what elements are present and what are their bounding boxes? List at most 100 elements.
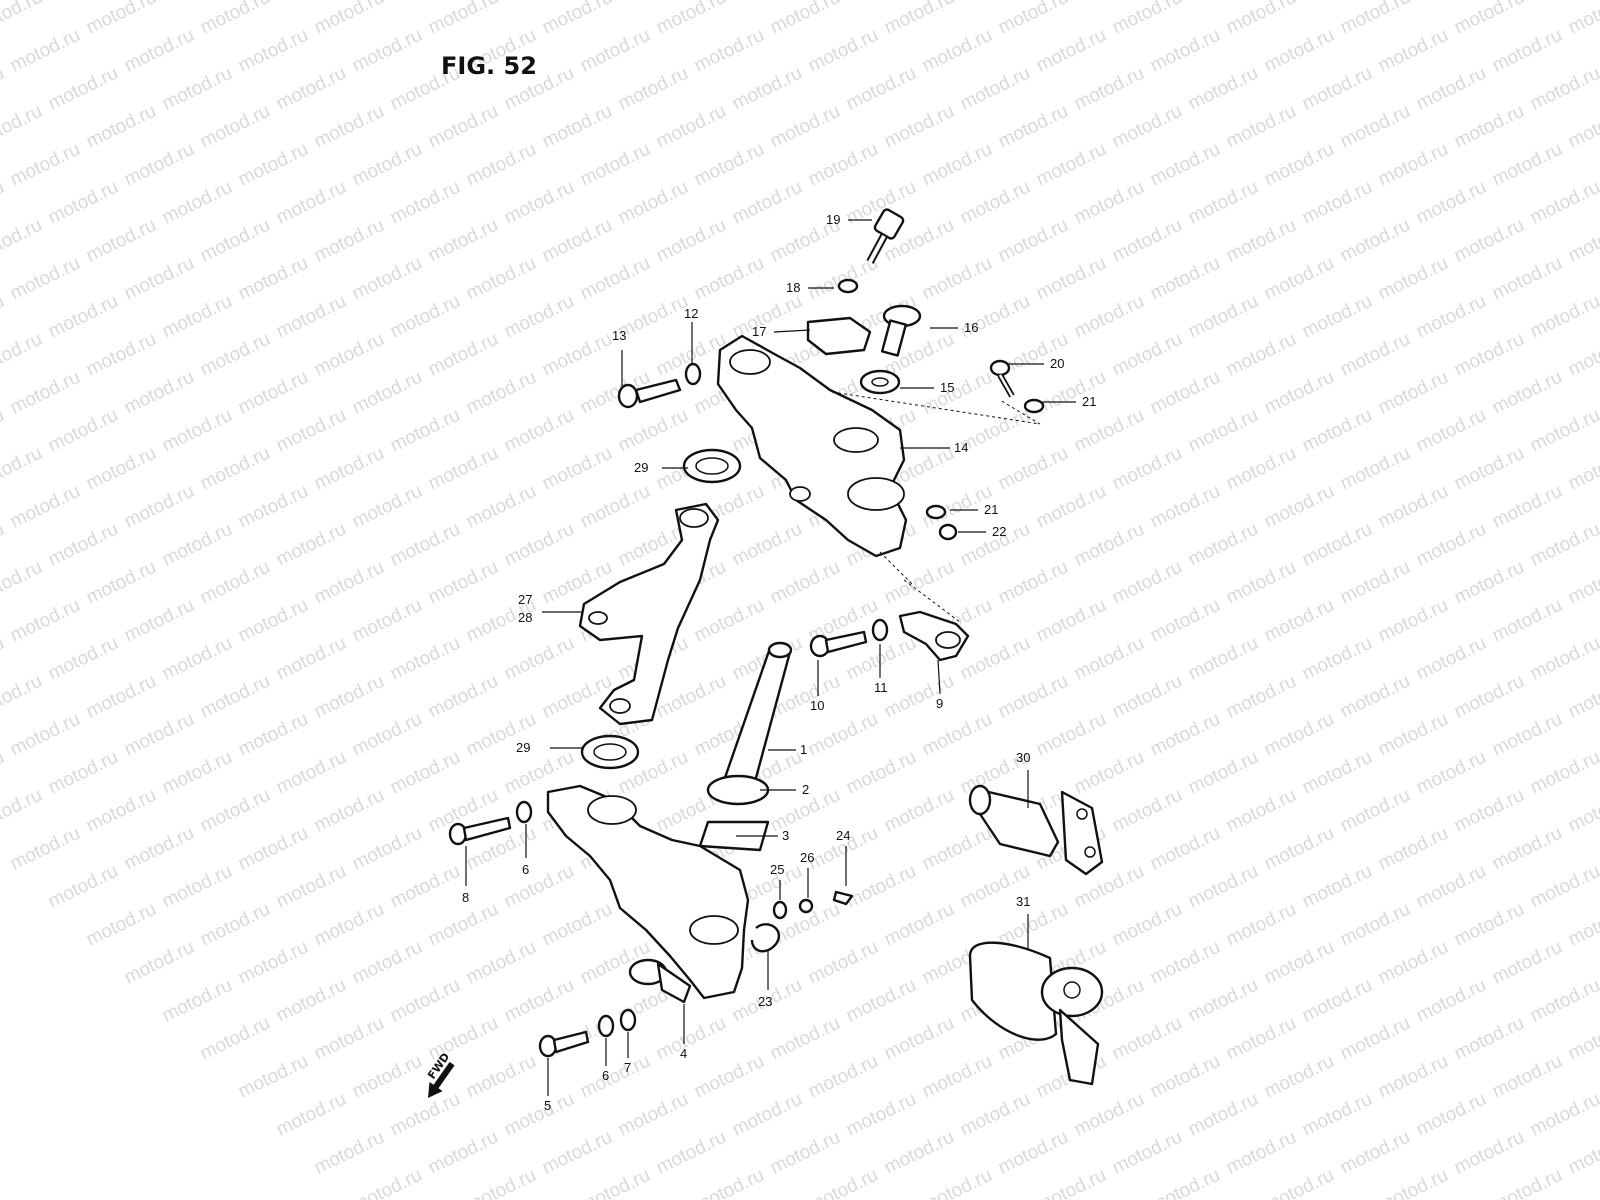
watermark-text: motod.ru xyxy=(1489,1165,1566,1200)
watermark-text: motod.ru xyxy=(425,557,502,609)
watermark-text: motod.ru xyxy=(273,747,350,799)
watermark-text: motod.ru xyxy=(7,823,84,875)
watermark-text: motod.ru xyxy=(539,671,616,723)
watermark-text: motod.ru xyxy=(0,633,8,685)
watermark-text: motod.ru xyxy=(919,1165,996,1200)
screw-24 xyxy=(832,890,854,906)
watermark-text: motod.ru xyxy=(691,1051,768,1103)
watermark-text: motod.ru xyxy=(1413,291,1490,343)
watermark-text: motod.ru xyxy=(1337,671,1414,723)
watermark-text: motod.ru xyxy=(0,329,46,381)
watermark-text: motod.ru xyxy=(539,101,616,153)
watermark-text: motod.ru xyxy=(767,1127,844,1179)
watermark-text: motod.ru xyxy=(729,519,806,571)
watermark-text: motod.ru xyxy=(1147,937,1224,989)
watermark-text: motod.ru xyxy=(311,443,388,495)
watermark-text: motod.ru xyxy=(995,671,1072,723)
watermark-text: motod.ru xyxy=(1299,1089,1376,1141)
watermark-text: motod.ru xyxy=(1527,633,1600,685)
watermark-text: motod.ru xyxy=(45,63,122,115)
watermark-text: motod.ru xyxy=(197,329,274,381)
watermark-text: motod.ru xyxy=(957,633,1034,685)
watermark-text: motod.ru xyxy=(387,291,464,343)
callout-29-upper: 29 xyxy=(634,460,648,475)
watermark-text: motod.ru xyxy=(1223,671,1300,723)
watermark-text: motod.ru xyxy=(7,709,84,761)
bolt-13 xyxy=(617,378,682,409)
watermark-text: motod.ru xyxy=(615,177,692,229)
watermark-text: motod.ru xyxy=(121,139,198,191)
watermark-text: motod.ru xyxy=(1413,861,1490,913)
callout-17: 17 xyxy=(752,324,766,339)
callout-6-lower: 6 xyxy=(602,1068,609,1083)
watermark-text: motod.ru xyxy=(653,101,730,153)
watermark-text: motod.ru xyxy=(1375,1165,1452,1200)
watermark-text: motod.ru xyxy=(311,215,388,267)
watermark-text: motod.ru xyxy=(1375,823,1452,875)
seal-29-upper xyxy=(682,448,742,484)
watermark-text: motod.ru xyxy=(121,595,198,647)
watermark-text: motod.ru xyxy=(1109,1127,1186,1179)
watermark-text: motod.ru xyxy=(1527,291,1600,343)
watermark-text: motod.ru xyxy=(273,975,350,1027)
watermark-text: motod.ru xyxy=(311,557,388,609)
callout-19: 19 xyxy=(826,212,840,227)
watermark-text: motod.ru xyxy=(235,253,312,305)
watermark-text: motod.ru xyxy=(349,481,426,533)
watermark-text: motod.ru xyxy=(653,671,730,723)
watermark-text: motod.ru xyxy=(1261,823,1338,875)
watermark-text: motod.ru xyxy=(501,405,578,457)
callout-21-top: 21 xyxy=(1082,394,1096,409)
callout-13: 13 xyxy=(612,328,626,343)
watermark-text: motod.ru xyxy=(729,1089,806,1141)
washer-21-top xyxy=(1023,398,1045,414)
watermark-text: motod.ru xyxy=(995,899,1072,951)
clip-23 xyxy=(750,923,780,953)
watermark-text: motod.ru xyxy=(1185,519,1262,571)
watermark-text: motod.ru xyxy=(653,0,730,38)
callout-25: 25 xyxy=(770,862,784,877)
watermark-text: motod.ru xyxy=(197,785,274,837)
watermark-text: motod.ru xyxy=(615,405,692,457)
watermark-text: motod.ru xyxy=(197,1013,274,1065)
watermark-text: motod.ru xyxy=(311,0,388,38)
cable-guide-4 xyxy=(628,958,692,1004)
watermark-text: motod.ru xyxy=(577,25,654,77)
watermark-text: motod.ru xyxy=(1337,1013,1414,1065)
watermark-text: motod.ru xyxy=(691,1165,768,1200)
bolt-5 xyxy=(538,1030,590,1058)
watermark-text: motod.ru xyxy=(7,595,84,647)
watermark-text: motod.ru xyxy=(159,861,236,913)
watermark-text: motod.ru xyxy=(273,519,350,571)
watermark-text: motod.ru xyxy=(197,671,274,723)
watermark-text: motod.ru xyxy=(1109,899,1186,951)
watermark-text: motod.ru xyxy=(0,557,46,609)
watermark-text: motod.ru xyxy=(1489,1051,1566,1103)
watermark-text: motod.ru xyxy=(843,747,920,799)
watermark-text: motod.ru xyxy=(463,1051,540,1103)
watermark-text: motod.ru xyxy=(1071,405,1148,457)
watermark-text: motod.ru xyxy=(1147,139,1224,191)
callout-30: 30 xyxy=(1016,750,1030,765)
watermark-text: motod.ru xyxy=(1109,557,1186,609)
watermark-text: motod.ru xyxy=(1337,557,1414,609)
watermark-text: motod.ru xyxy=(1527,63,1600,115)
watermark-text: motod.ru xyxy=(1565,0,1600,38)
watermark-text: motod.ru xyxy=(235,139,312,191)
watermark-text: motod.ru xyxy=(1489,139,1566,191)
callout-8: 8 xyxy=(462,890,469,905)
watermark-text: motod.ru xyxy=(83,215,160,267)
watermark-text: motod.ru xyxy=(881,899,958,951)
watermark-text: motod.ru xyxy=(235,367,312,419)
watermark-text: motod.ru xyxy=(1033,253,1110,305)
watermark-text: motod.ru xyxy=(0,0,46,38)
cap-bolt-16 xyxy=(880,304,922,357)
callout-4: 4 xyxy=(680,1046,687,1061)
watermark-text: motod.ru xyxy=(1185,63,1262,115)
washer-12 xyxy=(684,362,702,386)
watermark-text: motod.ru xyxy=(1071,519,1148,571)
watermark-text: motod.ru xyxy=(1489,367,1566,419)
watermark-text: motod.ru xyxy=(919,823,996,875)
